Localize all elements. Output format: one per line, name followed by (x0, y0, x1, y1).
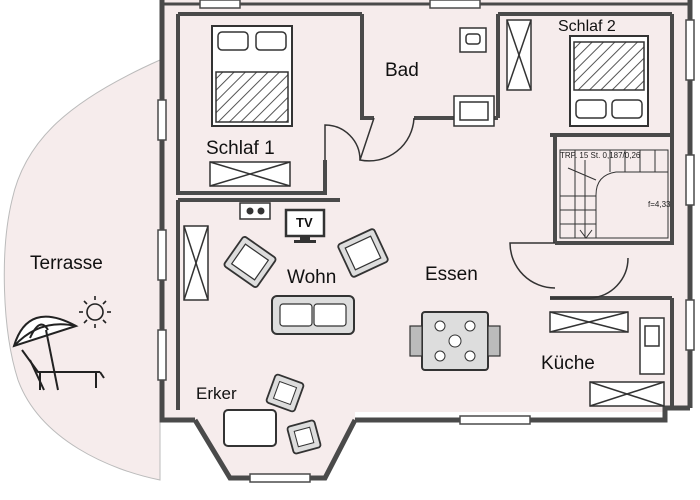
label-bay: Erker (196, 384, 237, 403)
wardrobe-bedroom1 (209, 161, 291, 187)
stove-icon (239, 202, 271, 220)
sun-icon (79, 296, 111, 328)
wardrobe-bedroom2 (506, 19, 532, 91)
bay-armchair-top (265, 373, 305, 413)
tv-icon (284, 208, 326, 243)
label-dining: Essen (425, 264, 478, 285)
dining-table (409, 311, 501, 371)
bed-bedroom1 (211, 25, 293, 127)
bay-armchair-bottom (286, 419, 322, 455)
label-stairs-marker: f=4,33 (648, 200, 671, 209)
cabinet-living (183, 225, 209, 301)
bath-fixtures (453, 27, 495, 127)
windows (157, 0, 695, 483)
staircase (559, 149, 669, 239)
label-tv: TV (296, 215, 313, 230)
armchair-left (223, 236, 277, 288)
bay-table (223, 409, 277, 447)
sofa (271, 295, 355, 335)
terrace-area (3, 12, 161, 481)
umbrella-icon (12, 315, 79, 391)
label-kitchen: Küche (541, 353, 595, 374)
label-stairs-note: TRP. 15 St. 0,187/0,26 (560, 151, 641, 160)
label-terrace: Terrasse (30, 253, 103, 274)
label-bedroom1: Schlaf 1 (206, 138, 275, 159)
floor-area (162, 0, 690, 478)
door-swings (324, 117, 629, 299)
label-living: Wohn (287, 267, 337, 288)
label-bath: Bad (385, 60, 419, 81)
sun-lounger-icon (21, 349, 105, 391)
label-bedroom2: Schlaf 2 (558, 18, 616, 35)
bed-bedroom2 (569, 35, 649, 127)
armchair-right (337, 228, 389, 278)
kitchen-counters (549, 311, 665, 407)
